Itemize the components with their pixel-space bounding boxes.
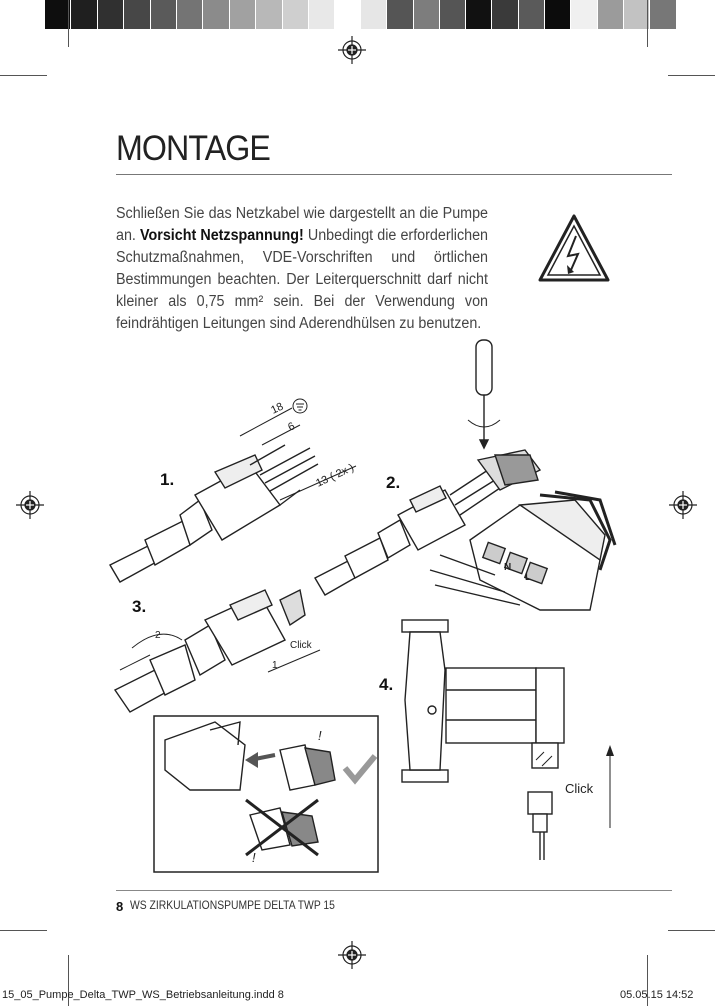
inset-connector-correct xyxy=(164,721,336,791)
footer-title: WS ZIRKULATIONSPUMPE DELTA TWP 15 xyxy=(130,900,335,912)
terminal-block-drawing xyxy=(429,490,617,611)
crop-mark xyxy=(668,930,715,931)
color-swatch xyxy=(308,0,336,29)
color-swatch xyxy=(650,0,677,29)
title-divider xyxy=(116,174,672,175)
crop-mark xyxy=(68,0,69,47)
dimension-6-label: 6 xyxy=(286,420,297,433)
inset-connector-wrong xyxy=(245,798,319,857)
footer-divider xyxy=(116,890,672,891)
crop-mark xyxy=(668,75,715,76)
step-2-connector-drawing xyxy=(314,449,542,596)
registration-mark-icon xyxy=(338,941,366,969)
voltage-warning: Vorsicht Netzspannung! xyxy=(140,227,304,244)
intro-text: Unbedingt die erforderlichen Schutzmaßna… xyxy=(116,227,488,332)
dimension-18-label: 18 xyxy=(269,401,285,417)
color-swatch xyxy=(45,0,72,29)
color-swatch xyxy=(387,0,414,29)
color-swatch xyxy=(282,0,309,29)
step-3-connector-drawing xyxy=(113,588,321,713)
rotate-arrow-2-label: 2 xyxy=(155,630,161,641)
push-up-arrow-icon xyxy=(606,745,614,828)
print-slug-date: 05.05.15 14:52 xyxy=(620,989,694,1001)
electric-hazard-icon xyxy=(538,214,610,282)
color-swatch xyxy=(124,0,151,29)
crop-mark xyxy=(0,930,47,931)
registration-mark-icon xyxy=(338,36,366,64)
color-swatch xyxy=(176,0,204,29)
inset-exclamation-1: ! xyxy=(318,728,322,743)
color-swatch xyxy=(97,0,125,29)
plug-drawing xyxy=(527,791,553,860)
color-swatch xyxy=(518,0,546,29)
crop-mark xyxy=(647,0,648,47)
dimension-13-label: 13 ( 2x ) xyxy=(314,462,356,490)
color-swatch xyxy=(361,0,388,29)
intro-paragraph: Schließen Sie das Netzkabel wie dargeste… xyxy=(116,203,488,335)
pump-drawing xyxy=(401,619,565,783)
color-swatch xyxy=(623,0,651,29)
crop-mark xyxy=(0,75,47,76)
color-swatch xyxy=(545,0,572,29)
click-step-3-label: Click xyxy=(290,640,313,651)
screwdriver-drawing xyxy=(467,339,501,450)
ground-symbol-icon xyxy=(292,398,308,414)
color-swatch xyxy=(335,0,362,29)
color-calibration-bar-left xyxy=(45,0,362,29)
color-swatch xyxy=(71,0,98,29)
color-swatch xyxy=(413,0,440,29)
print-slug-filename: 15_05_Pumpe_Delta_TWP_WS_Betriebsanleitu… xyxy=(2,989,284,1001)
color-swatch xyxy=(150,0,177,29)
step-4-label: 4. xyxy=(379,675,394,694)
step-1-connector-drawing xyxy=(109,407,357,583)
click-step-4-label: Click xyxy=(565,781,594,796)
step-1-label: 1. xyxy=(160,470,175,489)
step-3-label: 3. xyxy=(132,597,147,616)
terminal-n-label: N xyxy=(504,562,511,573)
intro-line-1: Schließen Sie das Netzkabel wie dargeste… xyxy=(116,205,488,244)
crop-mark xyxy=(647,955,648,1006)
checkmark-icon xyxy=(342,754,378,785)
page-title: MONTAGE xyxy=(116,129,271,168)
color-swatch xyxy=(492,0,519,29)
step-2-label: 2. xyxy=(386,473,401,492)
inset-exclamation-2: ! xyxy=(252,850,256,865)
color-swatch xyxy=(229,0,257,29)
page-number: 8 xyxy=(116,899,124,914)
color-swatch xyxy=(597,0,624,29)
color-swatch xyxy=(256,0,283,29)
color-calibration-bar-right xyxy=(361,0,677,29)
registration-mark-icon xyxy=(16,491,44,519)
terminal-l-label: L xyxy=(525,572,531,583)
push-arrow-1-label: 1 xyxy=(272,660,278,671)
crop-mark xyxy=(68,955,69,1006)
color-swatch xyxy=(203,0,230,29)
registration-mark-icon xyxy=(669,491,697,519)
color-swatch xyxy=(466,0,493,29)
color-swatch xyxy=(439,0,467,29)
color-swatch xyxy=(571,0,598,29)
